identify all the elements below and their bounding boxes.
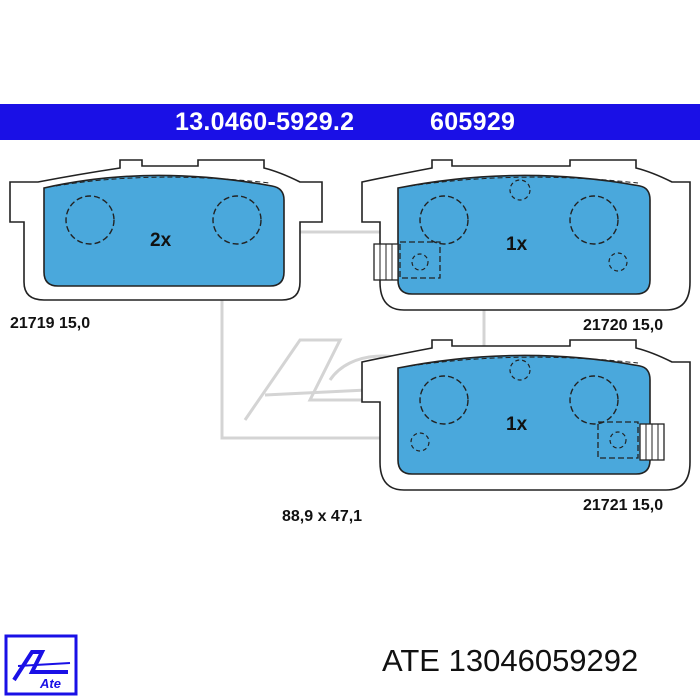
pad-21721-friction-surface [397,354,651,475]
pad-21720-friction-surface [397,174,651,295]
pad-21721: 1x 21721 15,0 [361,339,691,514]
pad-21719-friction-surface [43,174,285,287]
footer-article-number: 13046059292 [448,643,639,678]
pad-21720-code: 21720 15,0 [583,317,663,334]
pad-21720-quantity: 1x [506,234,528,255]
ate-logo-text: Ate [39,676,61,691]
pad-21720: 1x 21720 15,0 [361,159,691,334]
part-number: 13.0460-5929.2 [175,108,355,136]
pad-21719-quantity: 2x [150,230,172,251]
reference-number: 605929 [430,108,516,136]
pad-21719: 2x 21719 15,0 [9,159,323,332]
header-bar: 13.0460-5929.2 605929 [0,104,700,140]
pad-21719-code: 21719 15,0 [10,315,90,332]
pad-dimensions: 88,9 x 47,1 [282,508,362,525]
pad-21721-code: 21721 15,0 [583,497,663,514]
footer-brand: ATE [382,643,440,678]
footer-article: ATE 13046059292 [382,643,638,679]
pad-21721-quantity: 1x [506,414,528,435]
ate-logo-icon: Ate [4,634,78,696]
